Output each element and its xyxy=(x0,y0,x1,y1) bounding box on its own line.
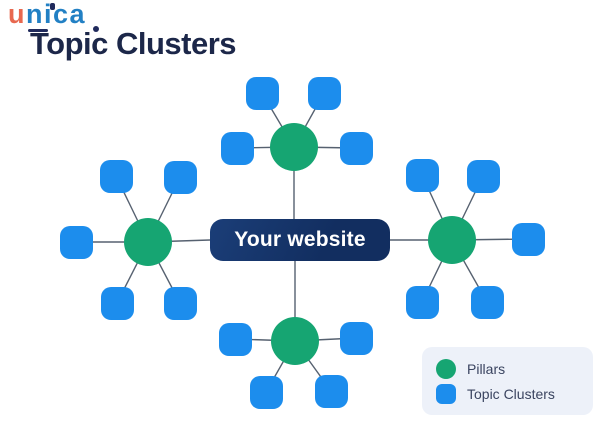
topic-cluster-node-bottom-3 xyxy=(314,374,348,408)
topic-cluster-node-left-3 xyxy=(100,286,134,320)
topic-cluster-node-bottom-1 xyxy=(339,321,373,355)
topic-cluster-node-bottom-2 xyxy=(249,375,283,409)
pillar-swatch-icon xyxy=(436,358,456,379)
topic-cluster-node-right-0 xyxy=(405,158,439,192)
topic-cluster-node-top-0 xyxy=(245,76,279,110)
topic-cluster-node-left-2 xyxy=(59,225,93,259)
page-title: Topic Clusters xyxy=(30,26,237,61)
topic-cluster-node-right-1 xyxy=(466,159,500,193)
logo-a-dot-accent xyxy=(93,26,99,32)
unica-logo: unica xyxy=(8,0,86,30)
topic-cluster-node-left-0 xyxy=(99,159,133,193)
center-node: Your website xyxy=(210,219,390,261)
topic-cluster-node-left-4 xyxy=(163,286,197,320)
center-node-label: Your website xyxy=(234,228,366,251)
topic-cluster-node-right-3 xyxy=(405,285,439,319)
legend: Pillars Topic Clusters xyxy=(422,347,593,415)
pillar-node-bottom xyxy=(271,317,319,365)
topic-cluster-node-bottom-0 xyxy=(218,322,252,356)
pillar-node-right xyxy=(428,216,476,264)
pillar-node-top xyxy=(270,123,318,171)
legend-label-topic-clusters: Topic Clusters xyxy=(467,385,555,402)
logo-text-nica: nica xyxy=(26,0,87,29)
logo-i-dot-accent xyxy=(50,3,55,10)
legend-item-topic-clusters: Topic Clusters xyxy=(436,383,593,404)
topic-cluster-node-left-1 xyxy=(163,160,197,194)
topic-cluster-node-top-3 xyxy=(339,131,373,165)
topic-cluster-swatch-icon xyxy=(436,383,456,404)
legend-label-pillars: Pillars xyxy=(467,360,506,377)
logo-text-u: u xyxy=(8,0,26,29)
topic-cluster-node-top-2 xyxy=(220,131,254,165)
topic-cluster-node-top-1 xyxy=(307,76,341,110)
pillar-node-left xyxy=(124,218,172,266)
topic-cluster-node-right-4 xyxy=(470,285,504,319)
legend-item-pillars: Pillars xyxy=(436,358,593,379)
logo-underline-accent xyxy=(28,29,48,32)
topic-cluster-node-right-2 xyxy=(511,222,545,256)
